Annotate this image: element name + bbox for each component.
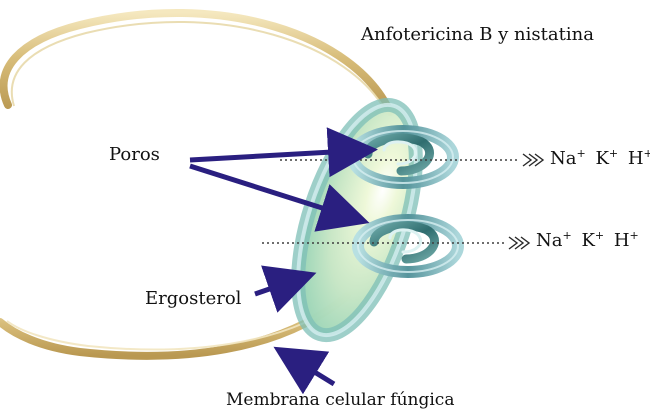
ion-label-top: Na+ K+ H+: [550, 150, 650, 168]
membrana-arrow: [282, 352, 334, 384]
ion-label-bottom: Na+ K+ H+: [536, 232, 639, 250]
title-text: Anfotericina B y nistatina: [361, 26, 594, 44]
ergosterol-label: Ergosterol: [145, 290, 241, 308]
ion-k-bottom: K+: [581, 230, 604, 251]
pore-bottom: [358, 220, 458, 272]
ion-na-bottom: Na+: [536, 230, 572, 251]
flow-marker-bottom: [509, 237, 529, 249]
ion-k-top: K+: [595, 148, 618, 169]
flow-marker-top: [523, 154, 543, 166]
ion-h-bottom: H+: [614, 230, 639, 251]
membrane-label: Membrana celular fúngica: [226, 392, 454, 409]
upper-membrane-shadow: [12, 22, 388, 115]
ion-na-top: Na+: [550, 148, 586, 169]
ion-h-top: H+: [628, 148, 650, 169]
poros-label: Poros: [109, 146, 160, 164]
upper-membrane-arc: [4, 13, 390, 112]
